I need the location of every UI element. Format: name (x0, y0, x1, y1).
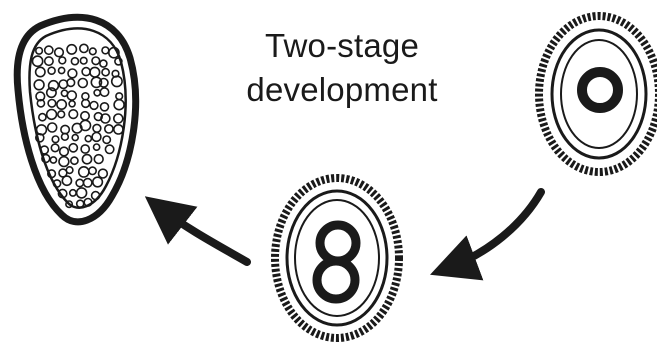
two-cell-egg-cell-bottom (317, 261, 355, 299)
two-cell-egg-cell-top (320, 225, 356, 261)
two-cell-egg (275, 178, 399, 338)
arrow-unsegmented-to-two-cell (448, 192, 541, 268)
arrow-two-cell-to-larvated (160, 208, 247, 262)
larvated-egg (17, 17, 135, 221)
unsegmented-egg-cell (582, 72, 618, 108)
unsegmented-egg (539, 16, 657, 172)
